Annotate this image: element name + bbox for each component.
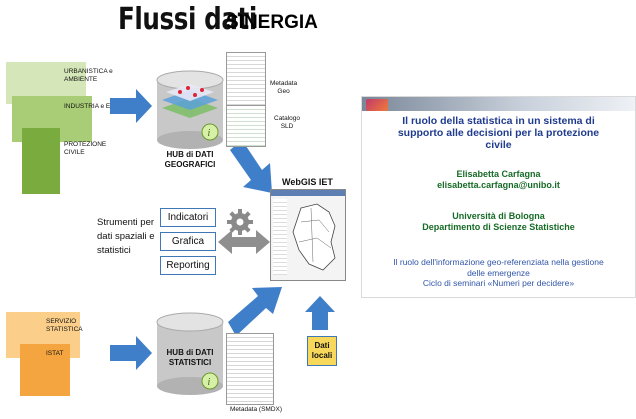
arrow-diagonal-up-icon [228, 287, 282, 336]
source-box-istat [20, 344, 70, 396]
catalogo-sld-thumbnail [226, 105, 266, 147]
card-footer: Il ruolo dell'informazione geo-referenzi… [393, 257, 604, 288]
source-box-protezione [22, 128, 60, 194]
metadata-geo-thumbnail [226, 52, 266, 110]
database-cylinder-geo-icon: i [156, 70, 224, 149]
card-title: Il ruolo della statistica in un sistema … [397, 115, 600, 151]
database-cylinder-stat-icon: i [156, 312, 224, 395]
arrow-right-icon [110, 336, 152, 370]
metadata-sdmx-label: Metadata (SMDX) [230, 406, 283, 413]
tools-description: Strumenti per dati spaziali e statistici [97, 217, 155, 256]
diagram-graphics: i i [110, 70, 335, 395]
seminar-card: Il ruolo della statistica in un sistema … [361, 96, 636, 298]
arrow-right-icon [110, 89, 152, 123]
source-label-industria: INDUSTRIA e ENERGIA [64, 103, 136, 110]
svg-text:i: i [208, 377, 211, 388]
webgis-screenshot [270, 189, 346, 281]
card-logo-mark [366, 99, 388, 111]
svg-text:i: i [208, 128, 211, 139]
double-arrow-icon [218, 230, 270, 254]
source-label-istat: ISTAT [46, 350, 64, 357]
webgis-label: WebGIS IET [282, 177, 333, 187]
tool-grafica: Grafica [160, 232, 216, 251]
tool-reporting: Reporting [160, 256, 216, 275]
diagram-subtitle: SINERGIA [226, 12, 318, 33]
card-author: Elisabetta Carfagna elisabetta.carfagna@… [437, 169, 560, 190]
diagram-title: Flussi dati [118, 2, 257, 37]
metadata-sdmx-thumbnail [226, 333, 274, 405]
arrow-up-icon [305, 296, 335, 330]
card-affiliation: Università di Bologna Departimento di Sc… [422, 211, 575, 232]
arrow-diagonal-down-icon [230, 140, 272, 193]
card-header-band [362, 97, 635, 111]
tool-indicatori: Indicatori [160, 208, 216, 227]
gear-icon [227, 209, 253, 235]
